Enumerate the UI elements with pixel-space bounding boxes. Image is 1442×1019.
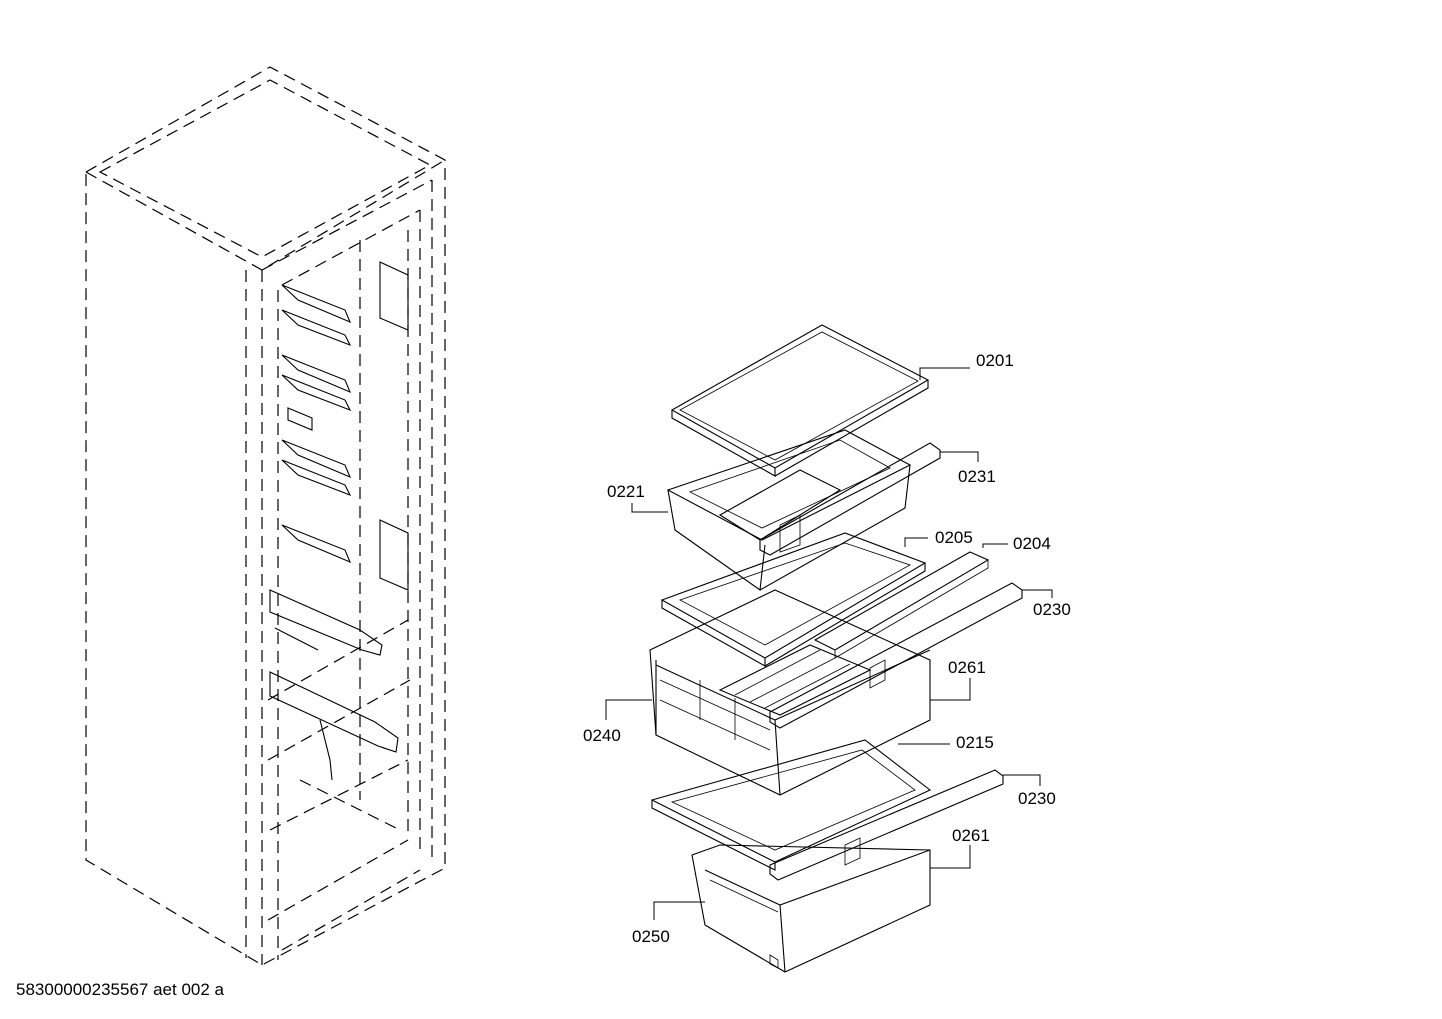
drawer-0250	[691, 844, 931, 973]
callout-0215: 0215	[956, 733, 994, 752]
callout-0201: 0201	[976, 351, 1014, 370]
cover-strip-0204	[813, 551, 990, 659]
callout-0230-lower: 0230	[1018, 789, 1056, 808]
shelf-frame-0205	[660, 532, 927, 667]
drawer-rail-0230-upper	[769, 582, 1023, 729]
crisper-drawer-0240	[649, 589, 931, 796]
callout-0261-lower: 0261	[952, 826, 990, 845]
callout-0205: 0205	[935, 528, 973, 547]
callout-0204: 0204	[1013, 534, 1051, 553]
cabinet-shelf-supports	[269, 284, 399, 781]
shelf-frame-0215	[650, 739, 932, 871]
leader-lines	[605, 367, 1053, 920]
callout-0230-upper: 0230	[1033, 600, 1071, 619]
drawer-0221	[666, 429, 912, 591]
glass-shelf-0201	[670, 324, 930, 477]
drawer-rail-0231	[759, 442, 941, 556]
document-code: 58300000235567 aet 002 a	[16, 980, 224, 999]
callout-0250: 0250	[632, 927, 670, 946]
callout-0221: 0221	[607, 482, 645, 501]
drawer-rail-0230-lower	[769, 769, 1004, 881]
cabinet-outline	[85, 66, 446, 966]
callout-0261-upper: 0261	[948, 658, 986, 677]
callout-labels: 0201 0231 0221 0205 0204 0230 0261 0240 …	[583, 351, 1071, 946]
callout-0231: 0231	[958, 467, 996, 486]
callout-0240: 0240	[583, 726, 621, 745]
